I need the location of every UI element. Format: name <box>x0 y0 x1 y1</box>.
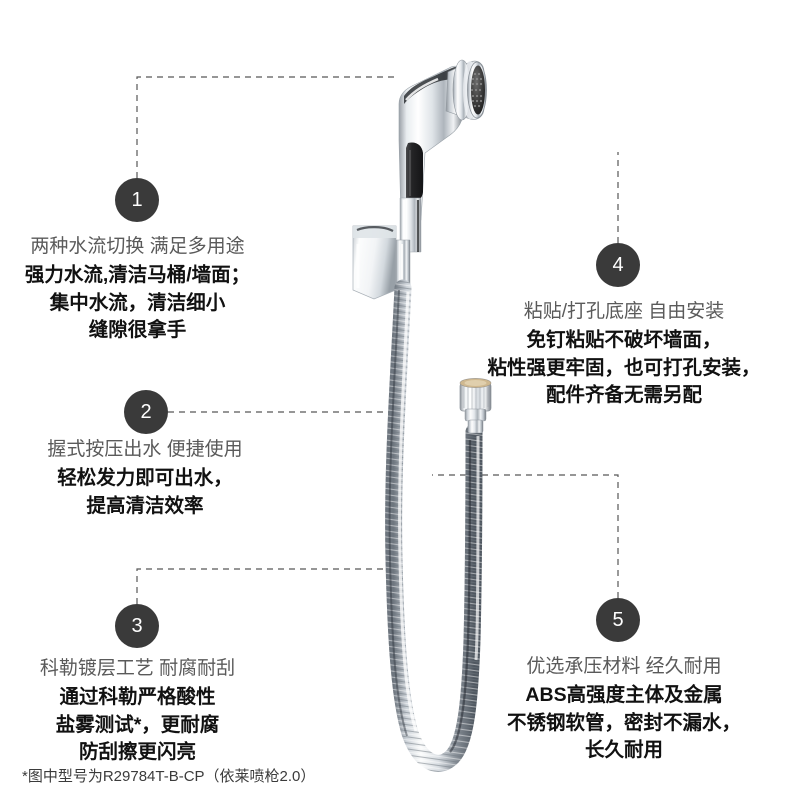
feature-body-line: 缝隙很拿手 <box>88 319 187 342</box>
spray-gun-head <box>398 59 487 253</box>
feature-body-line: 防刮擦更闪亮 <box>78 741 196 764</box>
feature-body-line: 通过科勒严格酸性 <box>59 685 216 708</box>
feature-body-line: 粘性强更牢固，也可打孔安装， <box>487 356 761 379</box>
feature-body-line: 配件齐备无需另配 <box>545 384 702 407</box>
feature-body-line: 提高清洁效率 <box>86 494 204 517</box>
feature-body-line: 不锈钢软管，密封不漏水， <box>506 711 741 734</box>
feature-body-line: ABS高强度主体及金属 <box>525 683 723 706</box>
feature-body-5: ABS高强度主体及金属 不锈钢软管，密封不漏水， 长久耐用 <box>448 682 800 765</box>
leader-line-1 <box>136 76 398 178</box>
feature-heading-3: 科勒镀层工艺 耐腐耐刮 <box>39 658 236 679</box>
feature-body-4: 免钉粘贴不破坏墙面， 粘性强更牢固，也可打孔安装， 配件齐备无需另配 <box>448 327 800 410</box>
feature-heading-2: 握式按压出水 便捷使用 <box>47 439 243 460</box>
nozzle-face <box>471 65 485 115</box>
leader-line-3 <box>136 568 398 604</box>
feature-badge-1: 1 <box>115 178 159 222</box>
feature-badge-4: 4 <box>596 243 640 287</box>
feature-heading-1: 两种水流切换 满足多用途 <box>30 236 245 257</box>
wall-bracket <box>352 225 411 300</box>
feature-text-1: 两种水流切换 满足多用途 强力水流,清洁马桶/墙面； 集中水流，清洁细小 缝隙很… <box>0 234 275 345</box>
feature-text-3: 科勒镀层工艺 耐腐耐刮 通过科勒严格酸性 盐雾测试*，更耐腐 防刮擦更闪亮 <box>0 656 275 767</box>
feature-body-1: 强力水流,清洁马桶/墙面； 集中水流，清洁细小 缝隙很拿手 <box>0 262 275 345</box>
feature-heading-5: 优选承压材料 经久耐用 <box>526 656 722 677</box>
feature-body-line: 强力水流,清洁马桶/墙面； <box>24 263 251 286</box>
feature-heading-4: 粘贴/打孔底座 自由安装 <box>523 301 725 322</box>
feature-body-2: 轻松发力即可出水， 提高清洁效率 <box>0 465 290 520</box>
feature-body-line: 盐雾测试*，更耐腐 <box>55 713 220 736</box>
model-footnote: *图中型号为R29784T-B-CP（依莱喷枪2.0） <box>22 768 316 785</box>
feature-body-line: 集中水流，清洁细小 <box>49 291 226 314</box>
feature-body-line: 轻松发力即可出水， <box>57 466 233 489</box>
feature-text-4: 粘贴/打孔底座 自由安装 免钉粘贴不破坏墙面， 粘性强更牢固，也可打孔安装， 配… <box>448 299 800 410</box>
feature-text-2: 握式按压出水 便捷使用 轻松发力即可出水， 提高清洁效率 <box>0 437 290 520</box>
feature-body-line: 长久耐用 <box>584 739 663 762</box>
feature-body-3: 通过科勒严格酸性 盐雾测试*，更耐腐 防刮擦更闪亮 <box>0 684 275 767</box>
feature-badge-3: 3 <box>115 604 159 648</box>
feature-badge-5: 5 <box>596 598 640 642</box>
trigger-lever <box>406 142 423 203</box>
feature-badge-2: 2 <box>124 390 168 434</box>
leader-line-5 <box>432 474 619 598</box>
feature-text-5: 优选承压材料 经久耐用 ABS高强度主体及金属 不锈钢软管，密封不漏水， 长久耐… <box>448 654 800 765</box>
feature-body-line: 免钉粘贴不破坏墙面， <box>526 328 722 351</box>
